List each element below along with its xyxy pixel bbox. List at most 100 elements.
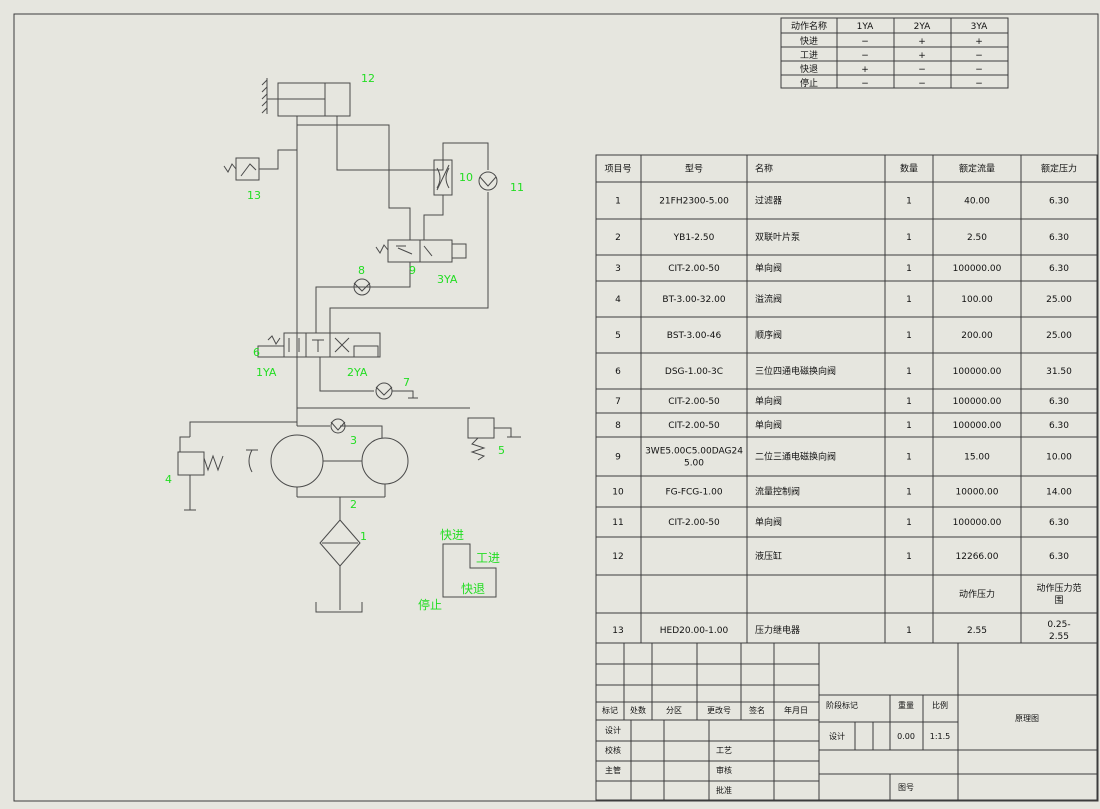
parts-cell-4-5: 25.00 xyxy=(1046,295,1072,305)
parts-cell-11-2: 单向阀 xyxy=(755,516,782,528)
parts-cell-12-2: 液压缸 xyxy=(755,550,782,562)
tb-label-design: 设计 xyxy=(605,725,621,735)
flow-control-valve-10 xyxy=(433,159,453,196)
action-cell-0-0: 快进 xyxy=(800,35,818,47)
filter-1 xyxy=(315,497,363,613)
parts-cell-2-4: 2.50 xyxy=(967,233,987,243)
hydraulic-schematic xyxy=(177,78,521,613)
parts-cell-0-5: 额定压力 xyxy=(1041,163,1077,175)
parts-cell-6-4: 100000.00 xyxy=(953,367,1002,377)
solenoid-label-2YA: 2YA xyxy=(347,366,368,379)
component-label-9: 9 xyxy=(409,264,416,277)
parts-cell-5-4: 200.00 xyxy=(961,331,993,341)
parts-cell-6-5: 31.50 xyxy=(1046,367,1072,377)
parts-cell-3-1: CIT-2.00-50 xyxy=(668,264,720,274)
sequence-valve-5 xyxy=(467,417,521,461)
tb-label-approve: 批准 xyxy=(716,785,732,795)
parts-cell-12-4: 12266.00 xyxy=(956,552,999,562)
parts-cell-11-5: 6.30 xyxy=(1049,518,1069,528)
parts-cell-0-0: 项目号 xyxy=(604,164,631,175)
parts-cell-0-4: 额定流量 xyxy=(959,163,995,175)
parts-cell-11-4: 100000.00 xyxy=(953,518,1002,528)
parts-cell-1-3: 1 xyxy=(906,197,912,207)
parts-cell-8-2: 单向阀 xyxy=(755,419,782,431)
parts-cell-2-3: 1 xyxy=(906,233,912,243)
tb-label-count: 处数 xyxy=(630,705,646,715)
parts-cell-5-2: 顺序阀 xyxy=(755,329,782,341)
action-cell-2-3: − xyxy=(975,65,983,75)
parts-cell-9-1: 5.00 xyxy=(684,459,704,469)
parts-cell-8-5: 6.30 xyxy=(1049,421,1069,431)
parts-cell-0-1: 型号 xyxy=(685,164,703,175)
action-table: 动作名称 1YA 2YA 3YA xyxy=(780,17,1009,89)
parts-cell-9-0: 9 xyxy=(615,453,621,463)
parts-cell-11-3: 1 xyxy=(906,518,912,528)
tb-label-process: 工艺 xyxy=(716,746,732,755)
check-valve-11 xyxy=(478,171,498,191)
parts-cell-9-1: 3WE5.00C5.00DAG24 xyxy=(645,447,743,457)
cycle-diagram xyxy=(442,543,497,598)
parts-cell-2-0: 2 xyxy=(615,233,621,243)
parts-cell-14-2: 压力继电器 xyxy=(755,624,800,636)
title-block: 标记 处数 分区 更改号 签名 年月日 设计 校核 主管 工艺 审核 批准 阶段… xyxy=(595,642,1098,801)
component-label-12: 12 xyxy=(361,72,375,85)
component-label-5: 5 xyxy=(498,444,505,457)
component-label-13: 13 xyxy=(247,189,261,202)
action-cell-1-3: − xyxy=(975,51,983,61)
parts-cell-8-1: CIT-2.00-50 xyxy=(668,421,720,431)
component-label-2: 2 xyxy=(350,498,357,511)
tb-label-main: 主管 xyxy=(605,765,621,775)
parts-cell-10-1: FG-FCG-1.00 xyxy=(665,488,722,498)
parts-cell-9-4: 15.00 xyxy=(964,453,990,463)
parts-cell-4-1: BT-3.00-32.00 xyxy=(662,295,725,305)
parts-cell-2-2: 双联叶片泵 xyxy=(755,231,800,243)
parts-cell-8-0: 8 xyxy=(615,421,621,431)
parts-cell-9-3: 1 xyxy=(906,453,912,463)
parts-cell-14-4: 2.55 xyxy=(967,626,987,636)
parts-cell-14-3: 1 xyxy=(906,626,912,636)
double-pump-2 xyxy=(246,434,409,498)
action-cell-1-2: + xyxy=(918,51,926,61)
component-label-3: 3 xyxy=(350,434,357,447)
parts-cell-7-4: 100000.00 xyxy=(953,397,1002,407)
parts-cell-6-1: DSG-1.00-3C xyxy=(665,367,723,377)
pressure-switch-13 xyxy=(223,149,297,181)
parts-cell-9-5: 10.00 xyxy=(1046,453,1072,463)
solenoid-label-3YA: 3YA xyxy=(437,273,458,286)
parts-cell-3-4: 100000.00 xyxy=(953,264,1002,274)
parts-cell-7-5: 6.30 xyxy=(1049,397,1069,407)
tb-weight-value: 0.00 xyxy=(897,732,915,741)
parts-cell-12-0: 12 xyxy=(612,552,623,562)
parts-cell-7-2: 单向阀 xyxy=(755,395,782,407)
parts-cell-5-0: 5 xyxy=(615,331,621,341)
parts-cell-13-5: 动作压力范 xyxy=(1036,582,1081,594)
component-label-10: 10 xyxy=(459,171,473,184)
parts-cell-4-2: 溢流阀 xyxy=(755,293,782,305)
action-header-1: 1YA xyxy=(857,22,875,32)
parts-cell-10-4: 10000.00 xyxy=(956,488,999,498)
action-cell-3-2: − xyxy=(918,79,926,89)
parts-cell-0-3: 数量 xyxy=(900,163,918,175)
component-label-11: 11 xyxy=(510,181,524,194)
action-cell-2-1: + xyxy=(861,65,869,75)
tb-scale-value: 1:1.5 xyxy=(930,732,951,741)
tb-label-zone: 分区 xyxy=(666,706,682,715)
parts-cell-11-1: CIT-2.00-50 xyxy=(668,518,720,528)
parts-cell-12-3: 1 xyxy=(906,552,912,562)
parts-cell-10-0: 10 xyxy=(612,488,624,498)
check-valve-8 xyxy=(353,278,371,296)
tb-sheet-label: 图号 xyxy=(898,783,914,792)
action-cell-0-3: + xyxy=(975,37,983,47)
tb-label-scale: 比例 xyxy=(932,700,948,710)
parts-cell-4-0: 4 xyxy=(615,295,621,305)
cycle-label-0: 快进 xyxy=(440,528,464,542)
parts-cell-2-5: 6.30 xyxy=(1049,233,1069,243)
tb-label-weight: 重量 xyxy=(898,700,914,710)
parts-cell-1-4: 40.00 xyxy=(964,197,990,207)
parts-cell-6-3: 1 xyxy=(906,367,912,377)
action-cell-0-1: − xyxy=(861,37,869,47)
parts-cell-3-5: 6.30 xyxy=(1049,264,1069,274)
action-cell-1-0: 工进 xyxy=(800,50,818,61)
parts-cell-14-0: 13 xyxy=(612,626,623,636)
